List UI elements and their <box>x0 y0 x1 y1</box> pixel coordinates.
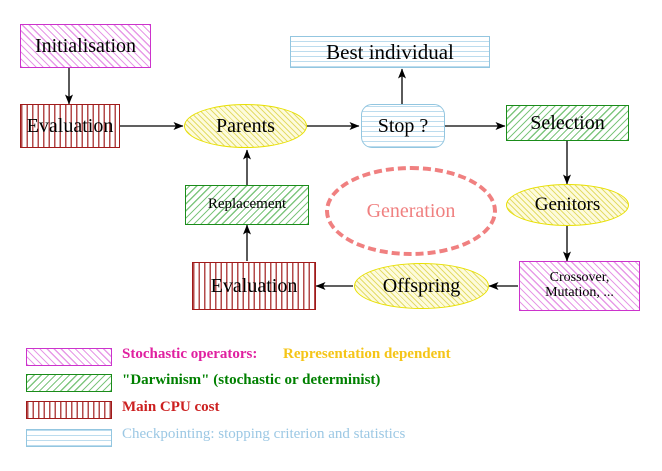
node-genitors[interactable]: Genitors <box>506 184 629 226</box>
legend-swatch-stochastic-operators <box>26 348 112 366</box>
node-replacement[interactable]: Replacement <box>185 185 309 225</box>
node-evaluation-top[interactable]: Evaluation <box>20 104 120 148</box>
node-selection-label: Selection <box>530 111 605 134</box>
node-crossover-mutation[interactable]: Crossover, Mutation, ... <box>519 261 640 311</box>
legend-label-stochastic-operators: Stochastic operators: <box>122 346 258 362</box>
node-generation-label: Generation <box>366 199 456 222</box>
node-generation-grouping: Generation <box>325 166 497 256</box>
node-crossover-mutation-label: Crossover, Mutation, ... <box>545 270 614 300</box>
node-best-individual-label: Best individual <box>326 39 454 64</box>
node-initialisation-label: Initialisation <box>34 34 137 57</box>
legend-label-main-cpu-cost: Main CPU cost <box>122 399 220 415</box>
node-selection[interactable]: Selection <box>506 105 629 141</box>
legend-label-checkpointing: Checkpointing: stopping criterion and st… <box>122 426 406 442</box>
node-evaluation-bottom-label: Evaluation <box>210 274 298 297</box>
legend-swatch-main-cpu-cost <box>26 401 112 419</box>
legend-label-representation-dependent: Representation dependent <box>283 346 451 362</box>
node-offspring[interactable]: Offspring <box>354 263 489 309</box>
node-genitors-label: Genitors <box>534 194 601 216</box>
node-stop[interactable]: Stop ? <box>361 104 445 148</box>
legend-swatch-darwinism <box>26 374 112 392</box>
node-evaluation-bottom[interactable]: Evaluation <box>192 262 316 310</box>
legend-swatch-checkpointing <box>26 429 112 447</box>
node-parents[interactable]: Parents <box>184 104 307 148</box>
node-evaluation-top-label: Evaluation <box>26 114 114 137</box>
legend-label-darwinism: "Darwinism" (stochastic or determinist) <box>122 372 381 388</box>
node-stop-label: Stop ? <box>377 114 429 137</box>
node-offspring-label: Offspring <box>382 274 461 297</box>
node-parents-label: Parents <box>216 114 275 137</box>
node-best-individual[interactable]: Best individual <box>290 36 490 68</box>
node-initialisation[interactable]: Initialisation <box>20 24 151 68</box>
node-replacement-label: Replacement <box>207 196 287 213</box>
